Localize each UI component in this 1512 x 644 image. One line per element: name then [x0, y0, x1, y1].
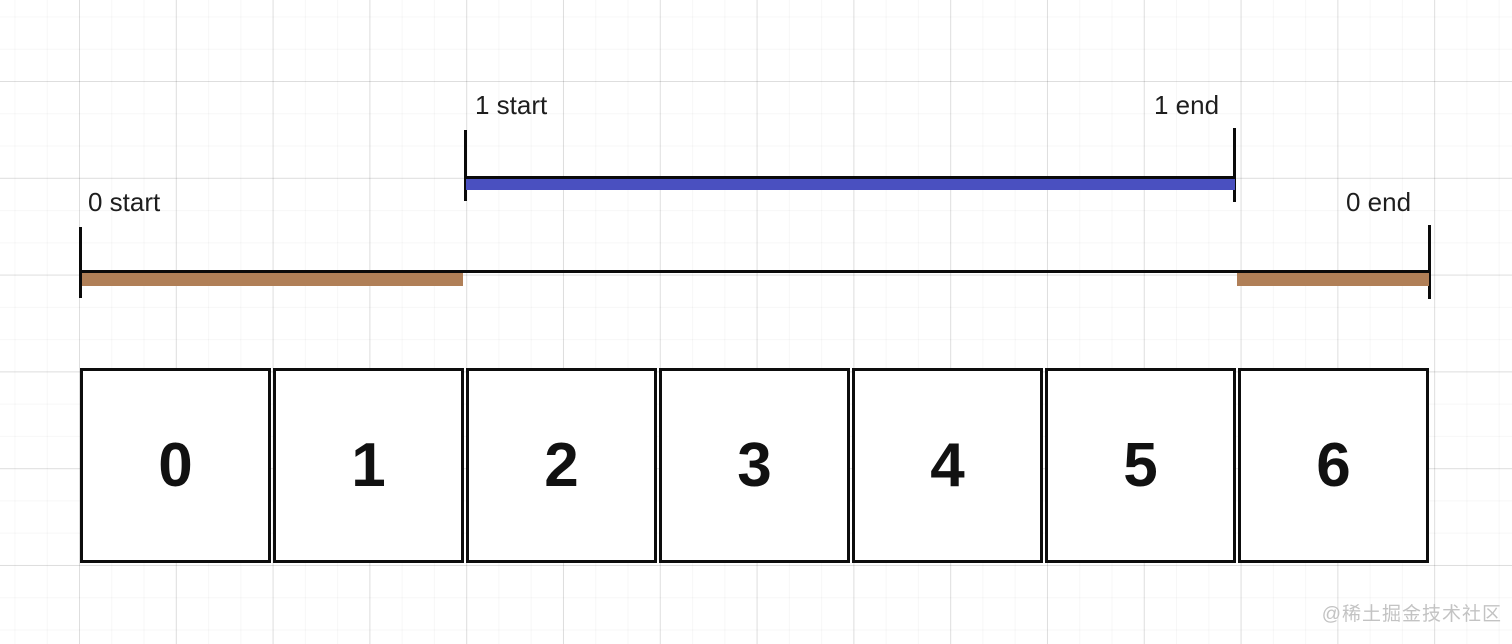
- interval-0-end-tick: [1428, 225, 1431, 299]
- array-cell-6: 6: [1238, 368, 1429, 563]
- array-cell-2: 2: [466, 368, 657, 563]
- juejin-watermark: @稀土掘金技术社区: [1321, 604, 1502, 625]
- array-cell-1: 1: [273, 368, 464, 563]
- interval-1-bar: [466, 179, 1235, 190]
- interval-0-bar-left-segment: [82, 273, 463, 286]
- interval-0-start-tick: [79, 227, 82, 298]
- array-cell-value: 2: [544, 431, 579, 500]
- interval-1-end-label: 1 end: [1154, 90, 1220, 120]
- interval-0-start-label: 0 start: [88, 187, 161, 217]
- interval-0-line: [81, 270, 1430, 273]
- array-cell-value: 6: [1316, 431, 1351, 500]
- interval-1-start-tick: [464, 130, 467, 201]
- array-cell-value: 3: [737, 431, 772, 500]
- array-cell-0: 0: [80, 368, 271, 563]
- interval-0-bar-right-segment: [1237, 273, 1429, 286]
- array-cell-3: 3: [659, 368, 850, 563]
- interval-1-line: [466, 176, 1235, 179]
- array-cell-value: 4: [930, 431, 965, 500]
- array-row: 0 1 2 3 4 5 6: [80, 368, 1429, 563]
- interval-1-start-label: 1 start: [475, 90, 548, 120]
- interval-1-end-tick: [1233, 128, 1236, 202]
- array-cell-4: 4: [852, 368, 1043, 563]
- array-cell-5: 5: [1045, 368, 1236, 563]
- interval-0-end-label: 0 end: [1346, 187, 1412, 217]
- array-cell-value: 0: [158, 431, 193, 500]
- array-cell-value: 5: [1123, 431, 1158, 500]
- array-cell-value: 1: [351, 431, 386, 500]
